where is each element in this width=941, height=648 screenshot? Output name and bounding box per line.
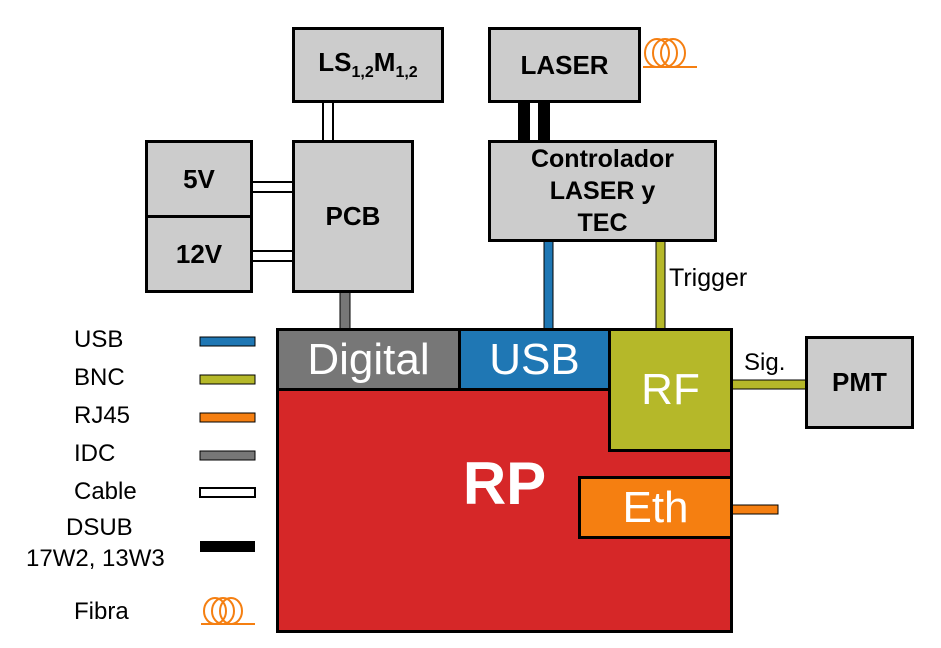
- digital-port: Digital: [276, 328, 461, 391]
- bnc-signal-line: [729, 379, 808, 390]
- v5-block: 5V: [145, 140, 253, 218]
- idc-pcb-digital: [339, 291, 351, 331]
- cable-5v-pcb: [250, 181, 294, 193]
- pmt-block: PMT: [805, 336, 914, 429]
- pcb-label: PCB: [325, 201, 381, 231]
- legend-rj45-swatch: [199, 412, 256, 423]
- ls-label: LS1,2M1,2: [318, 47, 418, 82]
- eth-port: Eth: [578, 476, 733, 539]
- usb-port: USB: [458, 328, 611, 391]
- legend-cable-label: Cable: [74, 478, 137, 505]
- legend-dsub-label: DSUB: [66, 514, 133, 541]
- laser-block: LASER: [488, 27, 641, 103]
- legend-bnc-swatch: [199, 374, 256, 385]
- fiber-icon: [643, 38, 697, 68]
- legend-usb-label: USB: [74, 326, 124, 353]
- rp-label: RP: [462, 450, 547, 517]
- v12-block: 12V: [145, 215, 253, 293]
- usb-line-controller: [543, 239, 554, 331]
- controller-block: Controlador LASER y TEC: [488, 140, 717, 242]
- cable-12v-pcb: [250, 250, 294, 262]
- rf-label: RF: [641, 365, 700, 414]
- v12-label: 12V: [175, 238, 223, 269]
- bnc-trigger-line: [655, 239, 666, 331]
- legend-cable-swatch: [199, 487, 256, 498]
- controller-line3: TEC: [577, 209, 628, 237]
- eth-label: Eth: [622, 482, 689, 532]
- controller-line2: LASER y: [549, 177, 656, 205]
- pcb-block: PCB: [292, 140, 414, 293]
- trigger-label: Trigger: [669, 264, 748, 292]
- legend-dsub-swatch: [200, 541, 255, 552]
- legend-fiber-icon: [201, 597, 255, 625]
- legend-usb-swatch: [199, 336, 256, 347]
- laser-label: LASER: [520, 49, 609, 80]
- pmt-label: PMT: [832, 367, 887, 397]
- legend-fibra-label: Fibra: [74, 598, 129, 625]
- legend-idc-label: IDC: [74, 440, 116, 467]
- dsub-laser-controller: [518, 102, 550, 142]
- cable-ls-pcb: [322, 101, 334, 143]
- sig-label: Sig.: [744, 349, 786, 376]
- legend-rj45-label: RJ45: [74, 402, 131, 429]
- v5-label: 5V: [183, 163, 215, 194]
- rj45-eth-line: [729, 504, 779, 515]
- rf-port: RF: [608, 328, 733, 452]
- legend-idc-swatch: [199, 450, 256, 461]
- legend-dsub-sub-label: 17W2, 13W3: [26, 545, 165, 572]
- ls-block: LS1,2M1,2: [292, 27, 444, 103]
- legend-bnc-label: BNC: [74, 364, 125, 391]
- controller-line1: Controlador: [530, 145, 675, 173]
- usb-label: USB: [489, 334, 580, 384]
- digital-label: Digital: [307, 334, 430, 384]
